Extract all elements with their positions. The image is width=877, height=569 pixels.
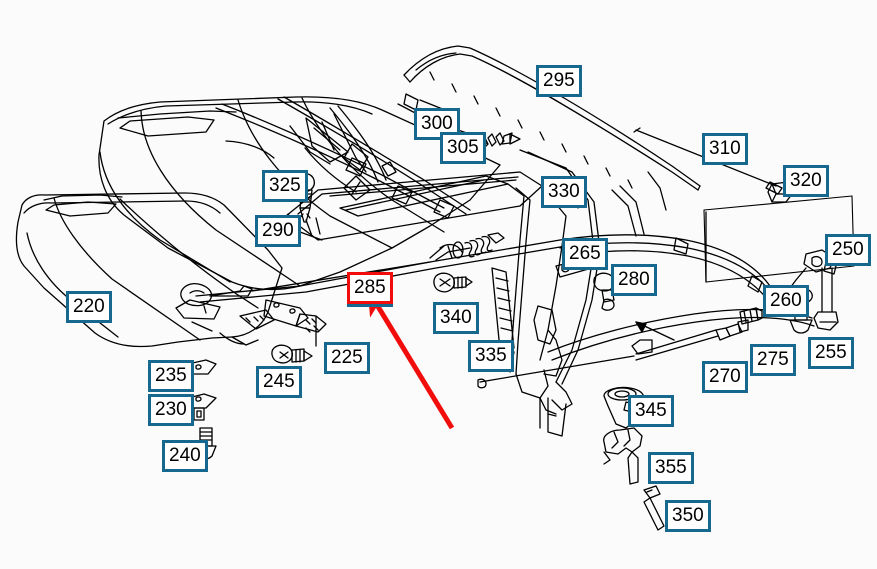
callout-label-250[interactable]: 250 [825,234,871,266]
callout-label-285[interactable]: 285 [347,272,393,304]
callout-label-300[interactable]: 300 [414,108,460,140]
callout-label-265[interactable]: 265 [562,238,608,270]
callout-label-220[interactable]: 220 [66,291,112,323]
callout-label-245[interactable]: 245 [256,366,302,398]
callout-label-280[interactable]: 280 [611,264,657,296]
callout-label-255[interactable]: 255 [808,337,854,369]
callout-label-260[interactable]: 260 [763,285,809,317]
pointer-arrow-line [367,289,455,430]
callout-label-270[interactable]: 270 [702,361,748,393]
callout-label-225[interactable]: 225 [324,342,370,374]
callout-label-230[interactable]: 230 [148,394,194,426]
callout-label-235[interactable]: 235 [148,360,194,392]
callout-label-320[interactable]: 320 [783,165,829,197]
callout-label-310[interactable]: 310 [702,133,748,165]
callout-label-330[interactable]: 330 [541,176,587,208]
callout-label-290[interactable]: 290 [255,215,301,247]
callout-label-335[interactable]: 335 [468,340,514,372]
callout-label-305[interactable]: 305 [440,132,486,164]
callout-label-345[interactable]: 345 [628,395,674,427]
callout-label-275[interactable]: 275 [750,344,796,376]
callout-label-240[interactable]: 240 [162,440,208,472]
callout-label-355[interactable]: 355 [648,452,694,484]
callout-label-340[interactable]: 340 [433,302,479,334]
callout-label-295[interactable]: 295 [536,65,582,97]
callout-label-350[interactable]: 350 [665,500,711,532]
callout-label-325[interactable]: 325 [262,170,308,202]
